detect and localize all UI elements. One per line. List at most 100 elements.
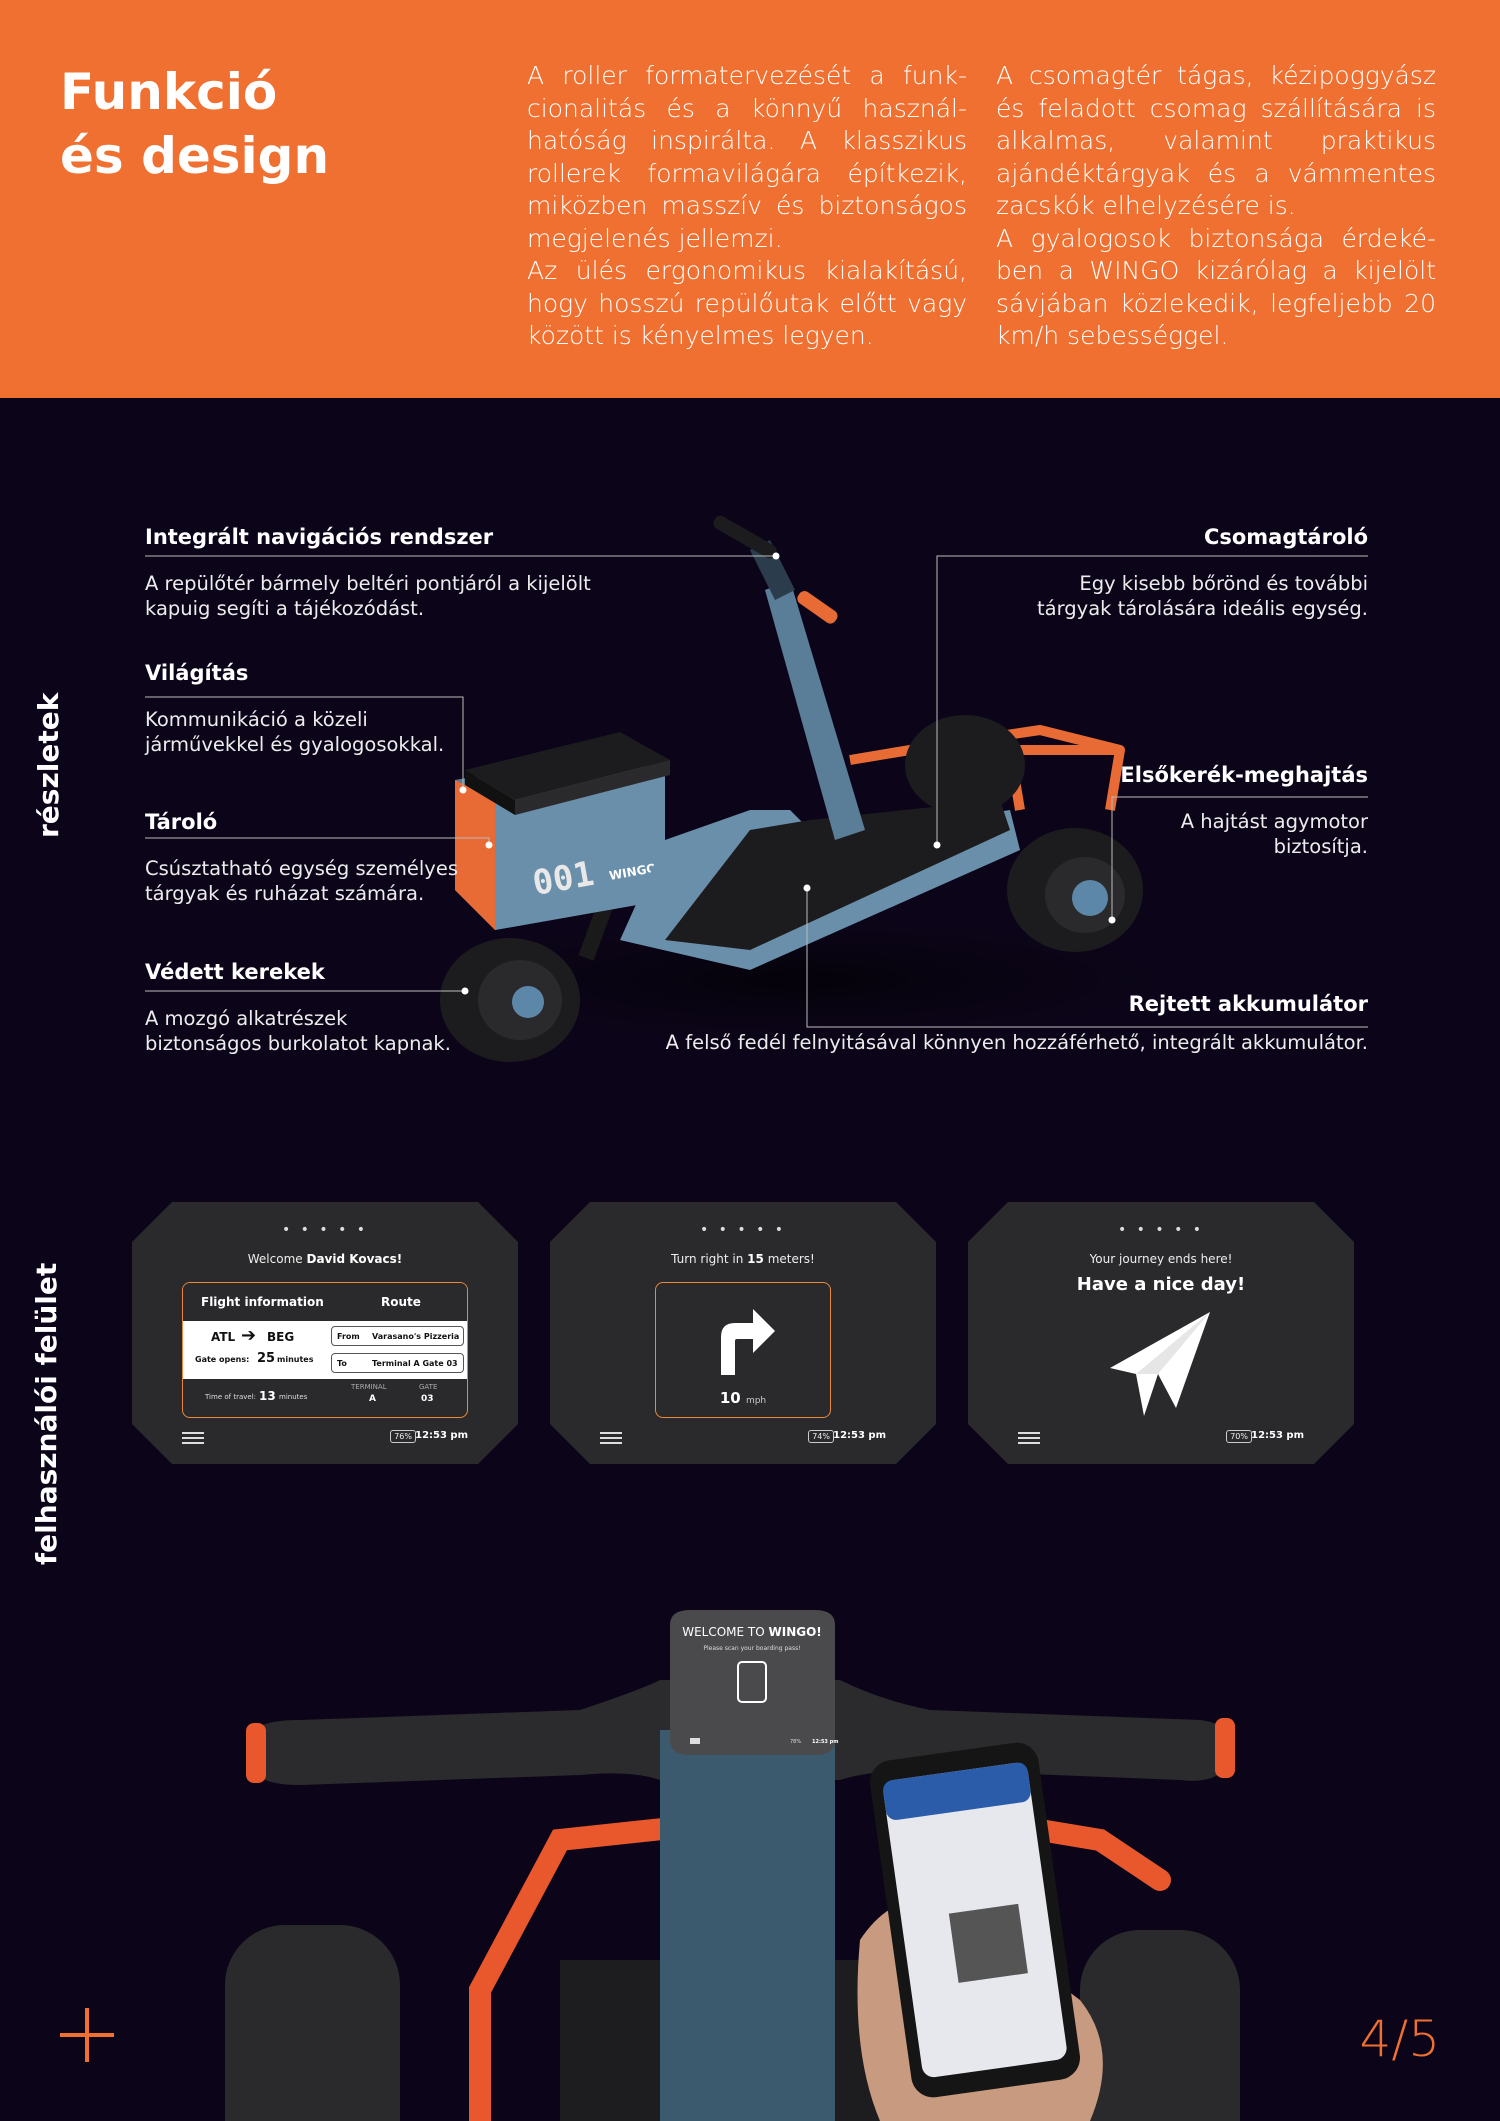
route-from: From Varasano's Pizzeria <box>331 1326 464 1346</box>
feature-storage: Tároló Csúsztatható egység személyes tár… <box>145 808 475 906</box>
page-title: Funkció és design <box>60 60 329 188</box>
flight-details: ATL ➔ BEG Gate opens: 25 minutes From Va… <box>183 1321 467 1379</box>
route-from-value: Varasano's Pizzeria <box>372 1332 460 1341</box>
feature-description: A repülőtér bármely beltéri pontjáról a … <box>145 572 591 620</box>
screen-indicator-dots: • • • • • <box>1117 1222 1205 1238</box>
qr-code <box>948 1903 1028 1983</box>
left-wheel <box>225 1925 400 2121</box>
feature-luggage: Csomagtároló Egy kisebb bőrönd és tovább… <box>968 523 1368 621</box>
terminal-value: A <box>369 1394 376 1404</box>
callout-dot <box>772 552 780 560</box>
arrow-right-icon: ➔ <box>241 1325 257 1346</box>
intro-column-2: A csomagtér tágas, kézipoggyász és felad… <box>996 60 1436 353</box>
screen-indicator-dots: • • • • • <box>281 1222 369 1238</box>
callout-dot <box>485 841 493 849</box>
feature-description: Egy kisebb bőrönd és további tárgyak tár… <box>1037 572 1368 620</box>
boarding-pass-header <box>883 1762 1031 1820</box>
display-scan-instruction: Please scan your boarding pass! <box>703 1645 800 1652</box>
clock: 12:53 pm <box>1251 1430 1304 1441</box>
flight-info-title: Flight information <box>201 1295 324 1309</box>
feature-description: Csúsztatható egység személyes tárgyak és… <box>145 857 458 905</box>
handlebar <box>713 515 777 559</box>
farewell-message: Have a nice day! <box>1076 1274 1246 1295</box>
intro-paragraph: Az ülés ergonomikus kialakítású, hogy ho… <box>527 256 967 350</box>
display-battery: 78% <box>790 1739 801 1745</box>
ui-screen-arrival: • • • • • Your journey ends here! Have a… <box>968 1202 1354 1464</box>
navigation-panel: 10 mph <box>655 1282 831 1418</box>
route-to-value: Terminal A Gate 03 <box>372 1359 458 1368</box>
feature-title: Védett kerekek <box>145 960 325 984</box>
callout-line-lighting <box>145 696 464 790</box>
gate-opens-label: Gate opens: <box>195 1355 250 1364</box>
turn-distance: 15 <box>747 1252 764 1266</box>
handlebar-grip <box>797 591 838 624</box>
title-line-1: Funkció <box>60 63 278 121</box>
welcome-text: Welcome David Kovacs! <box>247 1252 403 1266</box>
handlebar-display: WELCOME TO WINGO! Please scan your board… <box>670 1610 838 1755</box>
clock: 12:53 pm <box>415 1430 468 1441</box>
feature-title: Tároló <box>145 810 218 834</box>
feature-title: Integrált navigációs rendszer <box>145 525 494 549</box>
steering-column <box>660 1730 835 2121</box>
seat-cushion <box>465 732 670 815</box>
gate-opens-minutes: 25 <box>257 1351 276 1366</box>
callout-line-battery <box>806 888 1368 1028</box>
scan-pass-icon <box>737 1661 767 1703</box>
menu-icon[interactable] <box>182 1432 204 1444</box>
gate-value: 03 <box>421 1394 434 1404</box>
steering-stem <box>713 515 865 840</box>
front-wheel-back <box>905 715 1025 815</box>
intro-paragraph: A csomagtér tágas, kézipoggyász és felad… <box>996 61 1436 220</box>
handlebar-photo: WELCOME TO WINGO! Please scan your board… <box>225 1610 1240 2121</box>
feature-battery: Rejtett akkumulátor A felső fedél felnyi… <box>618 990 1368 1055</box>
intro-paragraph: A roller formatervezését a funk-cionalit… <box>527 61 967 253</box>
right-grip-end <box>1215 1718 1235 1778</box>
left-grip-end <box>246 1723 266 1783</box>
battery-level: 70% <box>1226 1430 1252 1443</box>
callout-dot <box>459 786 467 794</box>
menu-icon[interactable] <box>600 1432 622 1444</box>
battery-level: 76% <box>390 1430 416 1443</box>
callout-dot <box>933 841 941 849</box>
callout-lines <box>145 552 1368 1028</box>
intro-paragraph: A gyalogosok biztonsága érdeké-ben a WIN… <box>996 223 1436 351</box>
feature-wheels: Védett kerekek A mozgó alkatrészek bizto… <box>145 958 475 1056</box>
clock: 12:53 pm <box>833 1430 886 1441</box>
travel-time-value: 13 <box>259 1389 276 1403</box>
rear-wheel <box>440 938 580 1062</box>
origin-airport: ATL <box>211 1330 236 1344</box>
feature-title: Világítás <box>145 661 249 685</box>
speed-unit: mph <box>745 1396 767 1406</box>
ground-shadow <box>440 920 1160 1040</box>
section-label-ui: felhasználói felület <box>30 1262 63 1565</box>
intro-column-1: A roller formatervezését a funk-cionalit… <box>527 60 967 353</box>
route-to: To Terminal A Gate 03 <box>331 1353 464 1373</box>
flight-info-header: Flight information Route <box>183 1283 467 1321</box>
travel-summary: Time of travel: 13 minutes TERMINAL A GA… <box>205 1383 438 1404</box>
screen-status-bar: 76% 12:53 pm <box>182 1430 468 1446</box>
title-line-2: és design <box>60 127 330 185</box>
screen-status-bar: 74% 12:53 pm <box>600 1430 886 1446</box>
phone-with-boarding-pass <box>857 1742 1103 2121</box>
callout-dot <box>803 884 811 892</box>
page-number: 4/5 <box>1359 2010 1440 2068</box>
scooter-illustration: 001 WINGO <box>440 515 1160 1062</box>
display-welcome: WELCOME TO WINGO! <box>682 1625 822 1639</box>
turn-instruction: Turn right in 15 meters! <box>671 1252 815 1266</box>
plus-icon <box>60 2008 114 2062</box>
right-wheel <box>1080 1930 1240 2121</box>
battery-level: 74% <box>808 1430 834 1443</box>
scooter-deck <box>620 800 1020 970</box>
menu-icon[interactable] <box>690 1738 700 1744</box>
display-clock: 12:53 pm <box>812 1739 838 1745</box>
feature-description: A hajtást agymotor biztosítja. <box>1180 810 1368 858</box>
feature-navigation: Integrált navigációs rendszer A repülőté… <box>145 523 705 621</box>
screen-indicator-dots: • • • • • <box>699 1222 787 1238</box>
feature-lighting: Világítás Kommunikáció a közeli járművek… <box>145 659 475 757</box>
menu-icon[interactable] <box>1018 1432 1040 1444</box>
paper-plane-icon <box>1110 1312 1210 1416</box>
route-title: Route <box>381 1295 421 1309</box>
feature-description: A felső fedél felnyitásával könnyen hozz… <box>665 1031 1368 1054</box>
journey-end-text: Your journey ends here! <box>1089 1252 1233 1266</box>
feature-title: Rejtett akkumulátor <box>1128 992 1368 1016</box>
